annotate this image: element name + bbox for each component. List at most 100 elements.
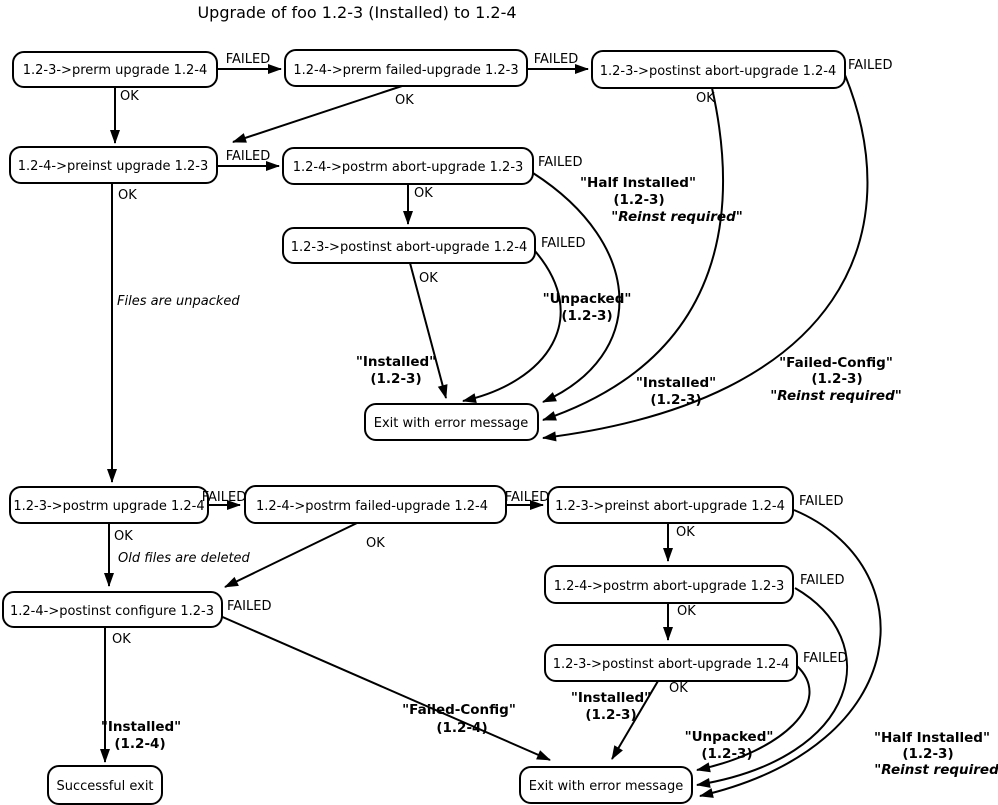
ok-label: OK bbox=[676, 525, 695, 540]
state-line: (1.2-3) bbox=[370, 371, 421, 387]
state-line: "Unpacked" bbox=[685, 729, 774, 745]
edge-preinstabort-failed-curve bbox=[699, 509, 882, 798]
failed-label: FAILED bbox=[803, 651, 847, 666]
edge-postrmabort-failed-curve bbox=[532, 172, 621, 403]
state-half-installed-123-a: "Half Installed" (1.2-3) "Reinst require… bbox=[580, 175, 743, 225]
failed-label: FAILED bbox=[799, 494, 843, 509]
failed-label: FAILED bbox=[534, 52, 578, 67]
nodes: 1.2-3->prerm upgrade 1.2-4 1.2-4->prerm … bbox=[2, 49, 846, 805]
state-line: "Installed" bbox=[101, 719, 181, 735]
node-box bbox=[591, 50, 846, 89]
failed-label: FAILED bbox=[848, 58, 892, 73]
node-exit-error-bottom: Exit with error message bbox=[519, 766, 693, 804]
note-old-files-deleted: Old files are deleted bbox=[118, 551, 251, 566]
edge-configure-failed bbox=[217, 614, 551, 761]
node-box bbox=[47, 765, 163, 805]
state-installed-124: "Installed" (1.2-4) bbox=[101, 719, 181, 752]
failed-label: FAILED bbox=[541, 236, 585, 251]
failed-label: FAILED bbox=[227, 599, 271, 614]
node-label: 1.2-4->preinst upgrade 1.2-3 bbox=[18, 159, 208, 174]
failed-label: FAILED bbox=[202, 490, 246, 505]
node-label: 1.2-3->postinst abort-upgrade 1.2-4 bbox=[553, 657, 790, 672]
node-box bbox=[282, 147, 534, 185]
state-labels: "Installed" (1.2-3) "Unpacked" (1.2-3) "… bbox=[101, 175, 998, 778]
state-line: "Unpacked" bbox=[543, 291, 632, 307]
node-box bbox=[2, 591, 223, 628]
node-label: 1.2-3->prerm upgrade 1.2-4 bbox=[23, 63, 208, 78]
edge-postrmabortlow-failed-curve bbox=[696, 587, 848, 788]
node-prerm-failed-upgrade: 1.2-4->prerm failed-upgrade 1.2-3 bbox=[284, 49, 528, 87]
node-postinst-abort-mid: 1.2-3->postinst abort-upgrade 1.2-4 bbox=[282, 227, 536, 264]
ok-label: OK bbox=[696, 91, 715, 106]
node-postrm-abort-lower: 1.2-4->postrm abort-upgrade 1.2-3 bbox=[544, 565, 794, 604]
state-line: (1.2-3) bbox=[613, 192, 664, 208]
node-label: 1.2-3->postinst abort-upgrade 1.2-4 bbox=[600, 64, 837, 79]
failed-label: FAILED bbox=[226, 149, 270, 164]
node-label: 1.2-3->preinst abort-upgrade 1.2-4 bbox=[555, 499, 785, 514]
annotations: Files are unpacked Old files are deleted bbox=[117, 294, 251, 566]
node-successful-exit: Successful exit bbox=[47, 765, 163, 805]
ok-label: OK bbox=[118, 188, 137, 203]
node-box bbox=[9, 486, 209, 524]
state-line: (1.2-4) bbox=[114, 736, 165, 752]
node-box bbox=[519, 766, 693, 804]
node-label: 1.2-4->postinst configure 1.2-3 bbox=[10, 604, 214, 619]
state-unpacked-123-b: "Unpacked" (1.2-3) bbox=[685, 729, 774, 762]
state-line: "Half Installed" bbox=[580, 175, 696, 191]
edge-postinstaborttop-ok-curve bbox=[542, 87, 724, 421]
ok-label: OK bbox=[112, 632, 131, 647]
node-exit-error-top: Exit with error message bbox=[364, 403, 539, 441]
ok-label: OK bbox=[677, 604, 696, 619]
state-half-installed-123-b: "Half Installed" (1.2-3) "Reinst require… bbox=[874, 730, 998, 778]
node-postrm-abort-upper: 1.2-4->postrm abort-upgrade 1.2-3 bbox=[282, 147, 534, 185]
node-postinst-abort-lower: 1.2-3->postinst abort-upgrade 1.2-4 bbox=[544, 644, 798, 682]
edge-postrmfailed-ok bbox=[224, 522, 358, 588]
ok-label: OK bbox=[419, 271, 438, 286]
state-line: "Installed" bbox=[636, 375, 716, 391]
state-line: "Reinst required" bbox=[874, 762, 998, 778]
node-box bbox=[282, 227, 536, 264]
edge-labels: FAILED FAILED OK OK FAILED OK OK OK FAIL… bbox=[112, 52, 892, 696]
ok-label: OK bbox=[395, 93, 414, 108]
node-postrm-upgrade: 1.2-3->postrm upgrade 1.2-4 bbox=[9, 486, 209, 524]
edges bbox=[100, 64, 882, 798]
state-installed-123-b: "Installed" (1.2-3) bbox=[636, 375, 716, 408]
node-postinst-abort-top: 1.2-3->postinst abort-upgrade 1.2-4 bbox=[591, 50, 846, 89]
ok-label: OK bbox=[366, 536, 385, 551]
state-line: (1.2-3) bbox=[902, 746, 953, 762]
edge-postinstabortmid-ok bbox=[409, 262, 448, 399]
state-installed-123-c: "Installed" (1.2-3) bbox=[571, 690, 651, 723]
state-line: "Installed" bbox=[571, 690, 651, 706]
edge-postinstabortlow-failed-curve bbox=[696, 665, 811, 773]
node-label: 1.2-3->postrm upgrade 1.2-4 bbox=[13, 499, 204, 514]
node-postinst-configure: 1.2-4->postinst configure 1.2-3 bbox=[2, 591, 223, 628]
state-line: (1.2-3) bbox=[811, 371, 862, 387]
node-preinst-upgrade: 1.2-4->preinst upgrade 1.2-3 bbox=[9, 146, 218, 184]
node-label: Successful exit bbox=[56, 779, 153, 794]
node-box bbox=[9, 146, 218, 184]
node-postrm-failed-upgrade: 1.2-4->postrm failed-upgrade 1.2-4 bbox=[244, 485, 507, 524]
state-line: "Half Installed" bbox=[874, 730, 990, 746]
state-line: (1.2-3) bbox=[650, 392, 701, 408]
failed-label: FAILED bbox=[800, 573, 844, 588]
node-label: 1.2-4->postrm abort-upgrade 1.2-3 bbox=[554, 579, 785, 594]
node-preinst-abort: 1.2-3->preinst abort-upgrade 1.2-4 bbox=[547, 486, 794, 524]
node-box bbox=[284, 49, 528, 87]
node-box bbox=[244, 485, 507, 524]
state-line: "Installed" bbox=[356, 354, 436, 370]
state-failed-config-124: "Failed-Config" (1.2-4) bbox=[402, 702, 516, 736]
edge-postinstaborttop-failed-curve bbox=[542, 74, 869, 442]
node-box bbox=[544, 644, 798, 682]
state-line: (1.2-3) bbox=[561, 308, 612, 324]
note-files-unpacked: Files are unpacked bbox=[117, 294, 240, 309]
node-box bbox=[364, 403, 539, 441]
node-label: 1.2-4->postrm failed-upgrade 1.2-4 bbox=[256, 499, 488, 514]
diagram-title: Upgrade of foo 1.2-3 (Installed) to 1.2-… bbox=[197, 3, 516, 22]
state-unpacked-123-a: "Unpacked" (1.2-3) bbox=[543, 291, 632, 324]
state-line: "Reinst required" bbox=[611, 209, 743, 225]
state-line: "Reinst required" bbox=[770, 388, 902, 404]
failed-label: FAILED bbox=[226, 52, 270, 67]
edge-postinstabortlow-ok bbox=[611, 680, 659, 760]
